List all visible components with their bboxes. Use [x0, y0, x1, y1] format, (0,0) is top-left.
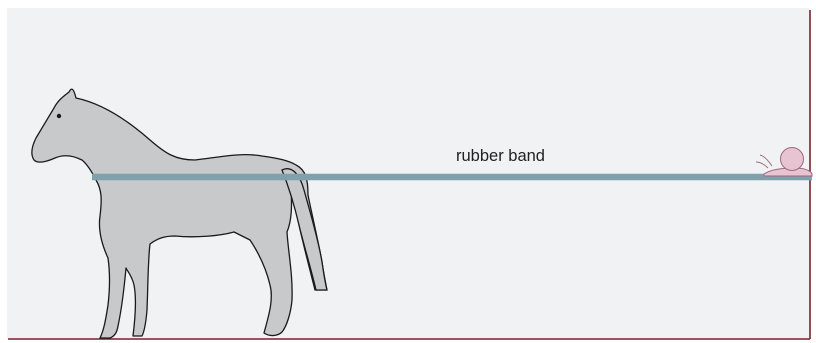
horse-icon [32, 89, 327, 338]
rubber-band-label: rubber band [456, 147, 545, 166]
snail-icon [756, 148, 812, 177]
